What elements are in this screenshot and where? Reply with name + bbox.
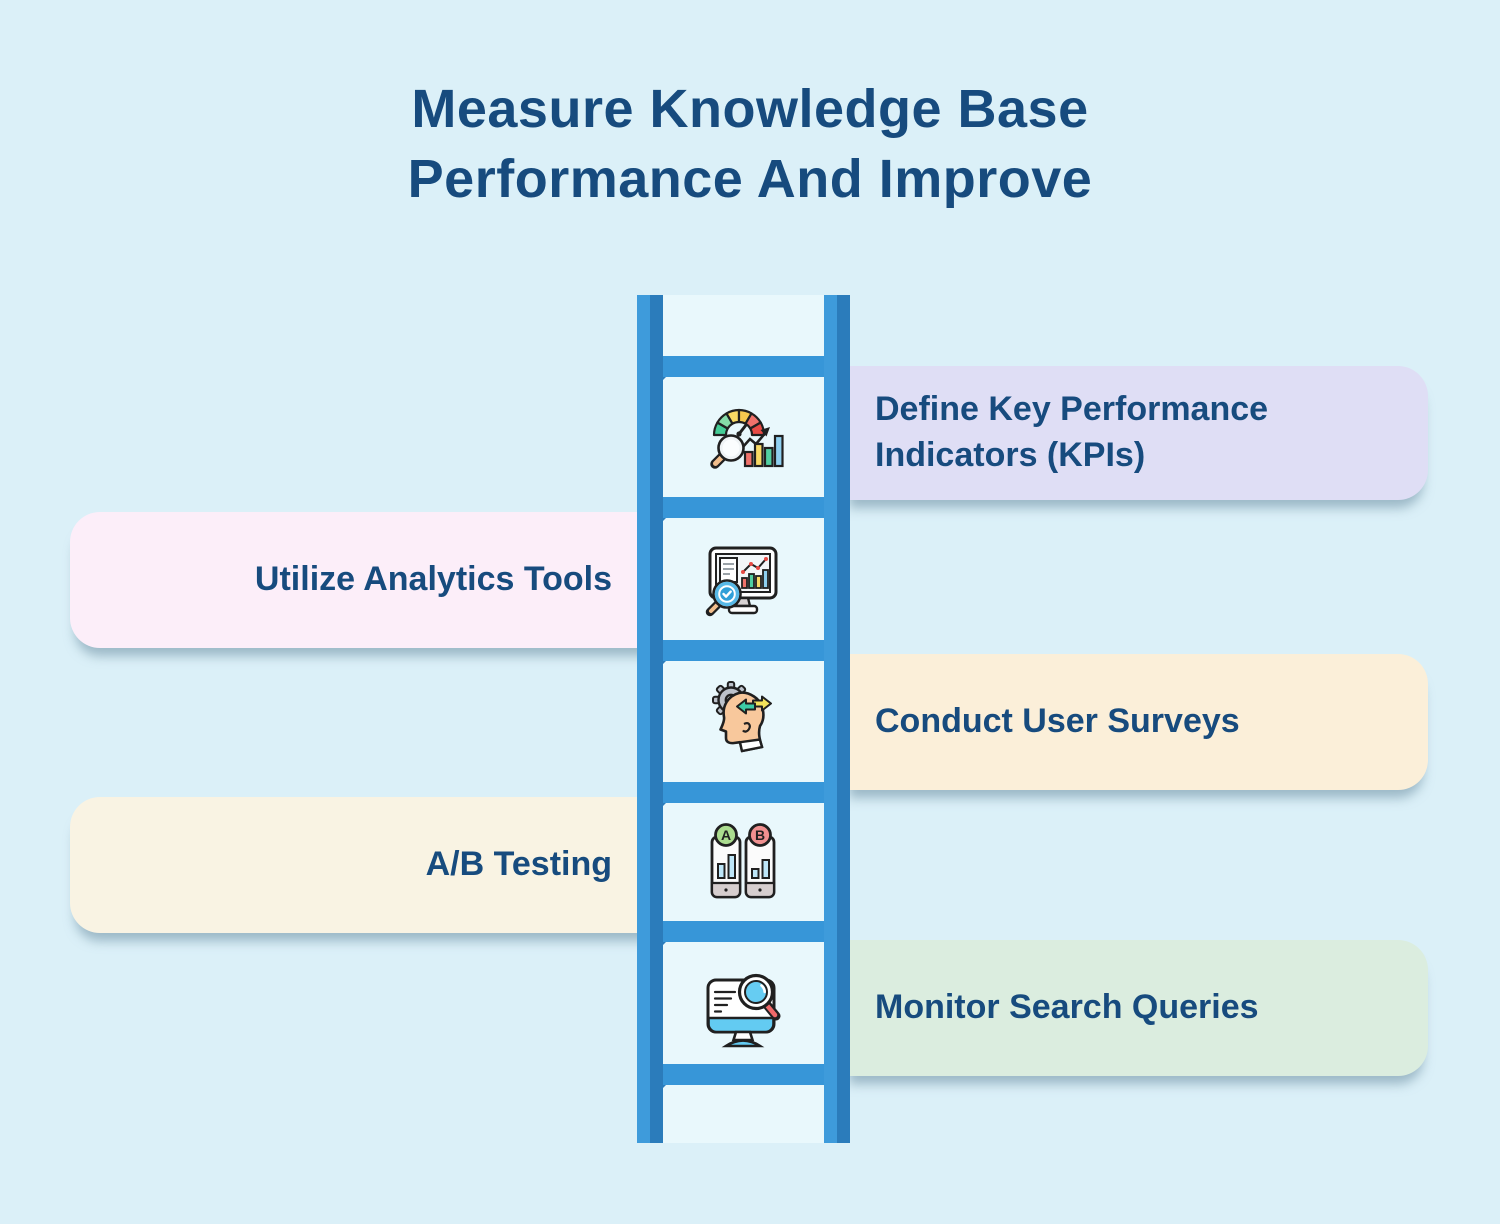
step-label-utilize-analytics: Utilize Analytics Tools	[254, 560, 612, 599]
step-label-ab-testing: A/B Testing	[425, 845, 612, 884]
ladder-rung	[650, 640, 837, 661]
step-card-utilize-analytics: Utilize Analytics Tools	[70, 512, 660, 648]
step-card-ab-testing: A/B Testing	[70, 797, 660, 933]
ladder-rung	[650, 1064, 837, 1085]
step-card-define-kpis: Define Key Performance Indicators (KPIs)	[844, 366, 1428, 500]
ladder-rung	[650, 497, 837, 518]
ladder-rung	[650, 782, 837, 803]
step-label-define-kpis: Define Key Performance Indicators (KPIs)	[875, 390, 1269, 474]
kpi-gauge-icon	[695, 389, 791, 485]
analytics-monitor-icon	[695, 531, 791, 627]
ladder-rung	[650, 921, 837, 942]
step-card-search-queries: Monitor Search Queries	[844, 940, 1428, 1076]
ladder-rung	[650, 356, 837, 377]
search-monitor-icon	[695, 955, 791, 1051]
variant-a-label: A	[721, 827, 731, 843]
variant-b-label: B	[755, 827, 765, 843]
step-label-search-queries: Monitor Search Queries	[875, 988, 1259, 1027]
ladder-graphic: A B	[637, 295, 850, 1143]
ladder-rail-left	[637, 295, 663, 1143]
ab-testing-phones-icon: A B	[695, 814, 791, 910]
step-card-user-surveys: Conduct User Surveys	[844, 654, 1428, 790]
step-label-user-surveys: Conduct User Surveys	[875, 702, 1240, 741]
page-title-line2: Performance And Improve	[407, 149, 1093, 210]
user-mind-feedback-icon	[695, 673, 791, 769]
page-title-line1: Measure Knowledge Base	[411, 79, 1089, 139]
ladder-rail-right	[824, 295, 850, 1143]
